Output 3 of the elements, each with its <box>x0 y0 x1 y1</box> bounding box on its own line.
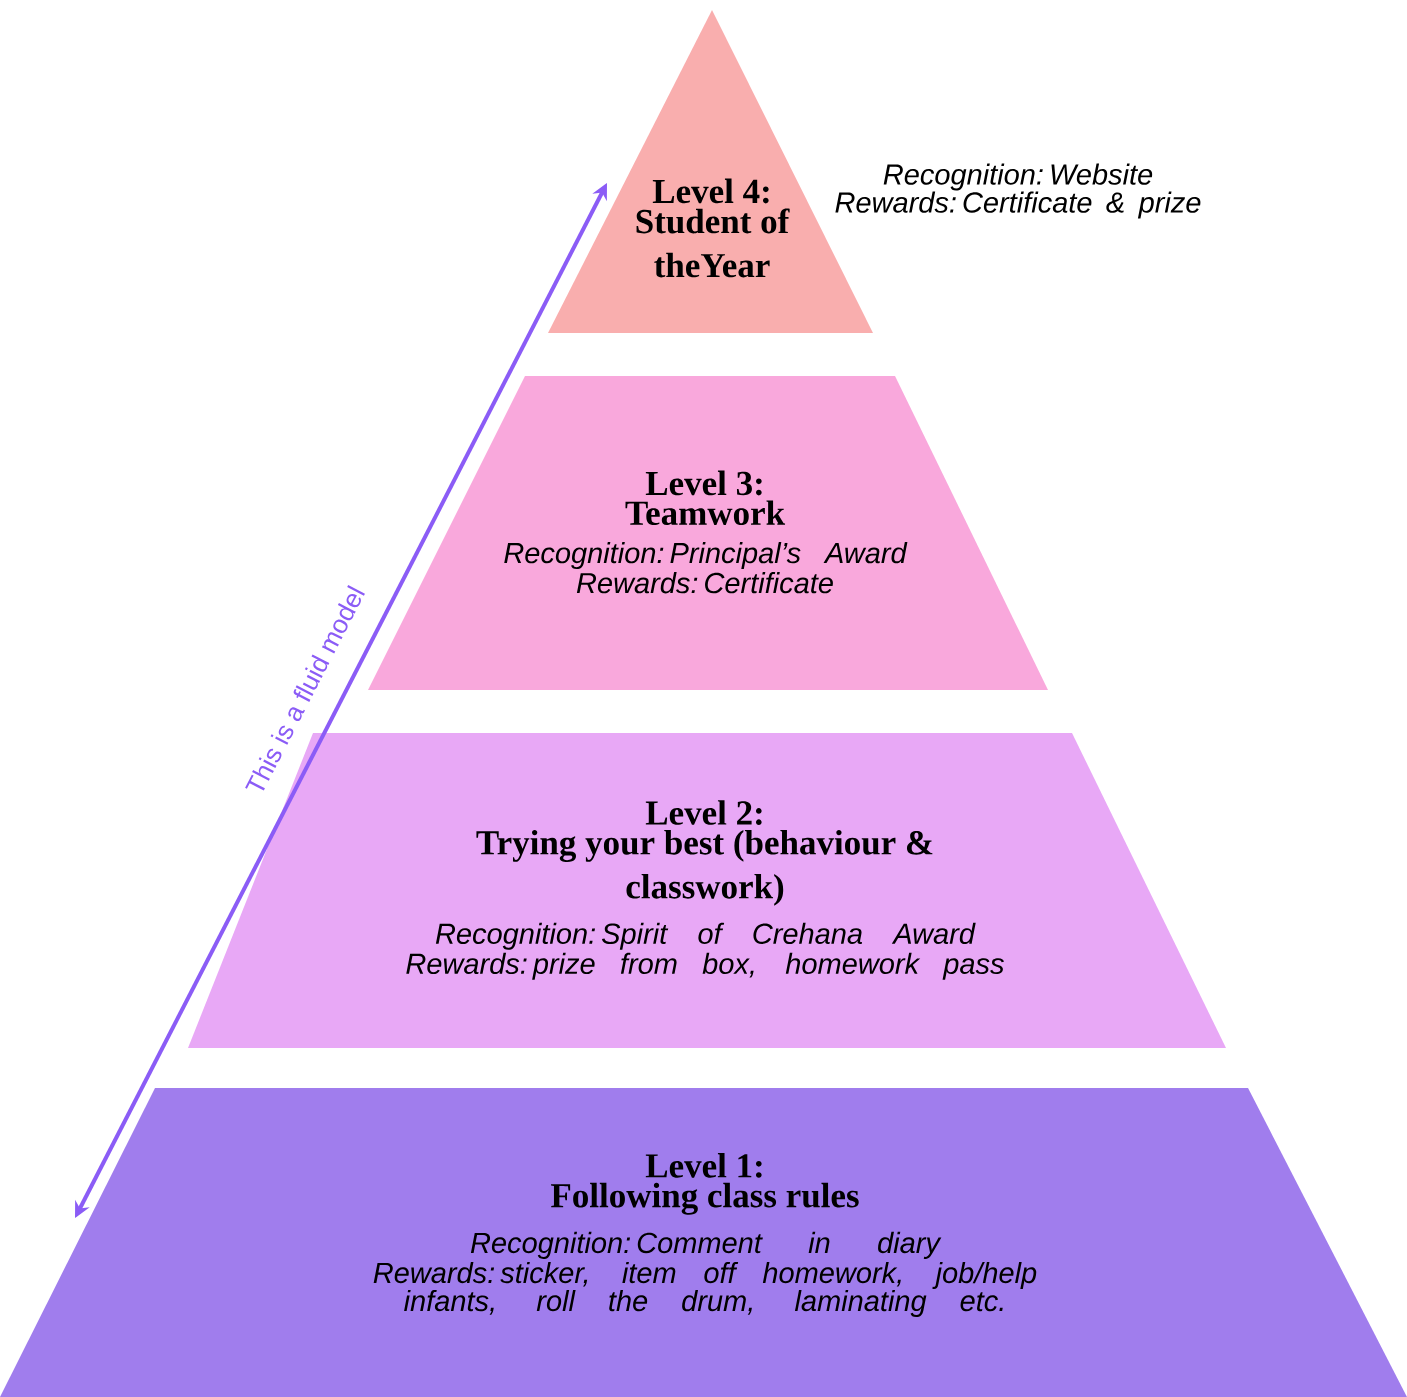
pyramid-tier: Level 3: Teamwork Recognition: Principal’s Award Rewards: Certificate <box>368 376 1048 690</box>
side-note: Recognition: Website Rewards: Certificate & prize <box>835 163 1201 219</box>
pyramid-tier: Level 1: Following class rules Recognition: Comment in diary Rewards: sticker, item off homework, job/help infants, roll the drum, laminating etc. <box>0 1088 1407 1397</box>
